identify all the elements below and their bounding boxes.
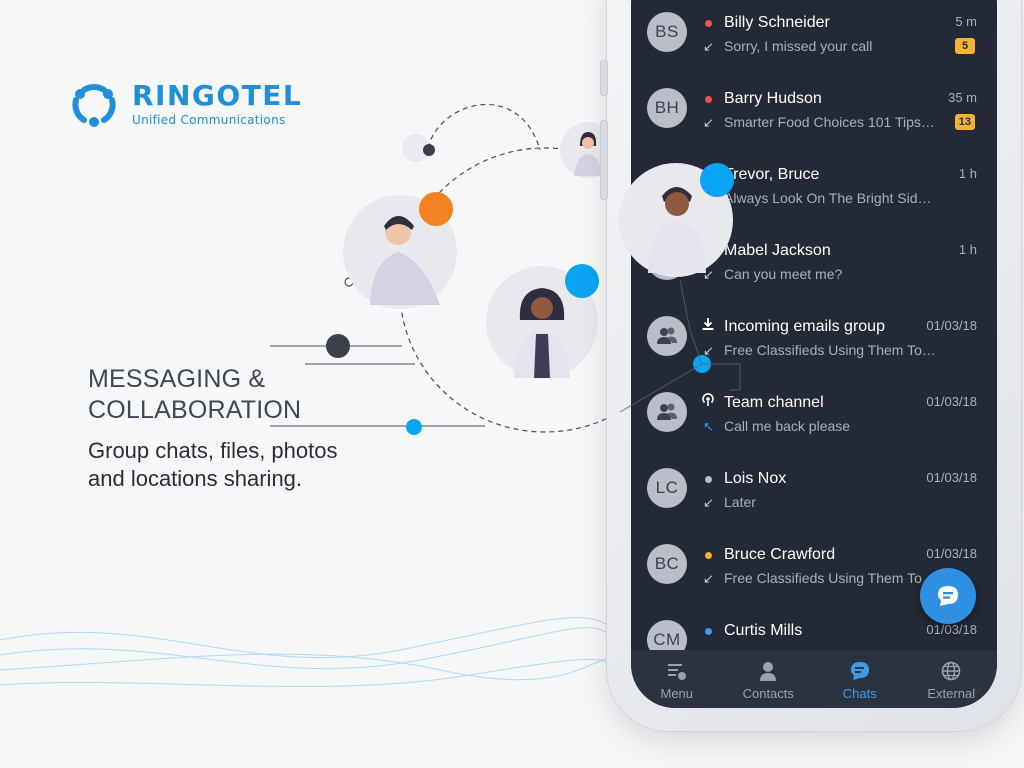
chat-preview: Smarter Food Choices 101 Tips For Those … [724,114,938,130]
group-avatar [647,316,687,356]
new-chat-button[interactable] [920,568,976,624]
group-icon [657,327,677,344]
tab-chats[interactable]: Chats [814,650,906,708]
unread-badge: 13 [954,114,975,130]
presence-status-dot [705,20,712,27]
tab-contacts[interactable]: Contacts [723,650,815,708]
phone-side-button [600,120,608,200]
chat-time: 01/03/18 [926,470,977,485]
avatar: BH [647,88,687,128]
presence-status-dot [705,552,712,559]
brand-name: RINGOTEL [132,79,303,112]
chat-preview: Call me back please [724,418,851,434]
chat-list-item[interactable]: LC Lois Nox 01/03/18 ↙ Later [631,456,997,532]
group-icon [657,403,677,420]
incoming-arrow-icon: ↙ [703,39,714,54]
menu-icon [667,664,686,680]
phone-side-button [600,60,608,96]
ringotel-logo-icon [72,83,116,127]
chat-preview: Free Classifieds Using Them To Promote Y… [724,570,938,586]
avatar-initials: CM [653,630,681,649]
group-avatar [647,392,687,432]
chat-list-item[interactable]: BS Billy Schneider 5 m ↙ Sorry, I missed you… [631,0,997,76]
broadcast-icon [702,393,714,406]
presence-status-dot [705,476,712,483]
avatar-initials: BS [655,22,679,41]
tab-chats-label: Chats [842,686,877,701]
avatar [647,164,687,204]
chat-list-item[interactable]: BC Bruce Crawford 01/03/18 ↙ Free Classified… [631,532,997,608]
avatar: LC [647,468,687,508]
chat-name: Incoming emails group [724,318,885,335]
chat-preview: Free Classifieds Using Them To Promote Y… [724,342,938,358]
brand-logo: RINGOTEL Unified Communications [68,78,302,130]
chat-list-item[interactable]: BH Barry Hudson 35 m ↙ Smarter Food Choices … [631,76,997,152]
tab-external-label: External [927,686,976,701]
presence-status-dot [705,628,712,635]
chat-time: 35 m [948,90,977,105]
chat-list-item[interactable]: Trevor, Bruce 1 h Always Look On The Brigh… [631,152,997,228]
incoming-arrow-icon: ↙ [703,495,714,510]
chat-preview: Later [724,494,756,510]
avatar-initials: BC [654,554,680,573]
chat-preview: Sorry, I missed your call [724,38,873,54]
tab-menu[interactable]: Menu [631,650,723,708]
chat-preview: Always Look On The Bright Side Of Life [724,190,938,206]
tab-external[interactable]: External [906,650,998,708]
incoming-arrow-icon: ↙ [703,343,714,358]
chat-name: Team channel [724,394,824,411]
chat-list-item[interactable]: Mabel Jackson 1 h ↙ Can you meet me? [631,228,997,304]
chat-time: 01/03/18 [926,546,977,561]
chat-time: 1 h [958,242,977,257]
tab-menu-label: Menu [660,686,694,701]
incoming-arrow-icon: ↙ [703,571,714,586]
chat-time: 01/03/18 [926,318,977,333]
chat-name: Barry Hudson [724,90,822,107]
chat-list-item[interactable]: Incoming emails group 01/03/18 ↙ Free Class… [631,304,997,380]
chat-time: 01/03/18 [926,622,977,637]
chat-name: Curtis Mills [724,622,803,639]
avatar-initials: BH [654,98,680,117]
bottom-tab-bar: Menu Contacts Chats [631,650,997,708]
chat-name: Billy Schneider [724,14,830,31]
globe-icon [941,661,961,681]
download-icon [702,318,714,330]
contacts-icon [760,662,777,681]
avatar: BS [647,12,687,52]
chat-name: Lois Nox [724,470,787,487]
avatar: BC [647,544,687,584]
presence-status-dot [705,96,712,103]
chat-name: Trevor, Bruce [724,166,820,183]
incoming-arrow-icon: ↙ [703,115,714,130]
chat-time: 5 m [955,14,977,29]
hero-headline: MESSAGING & COLLABORATION [88,365,302,424]
avatar [647,240,687,280]
chat-preview: Can you meet me? [724,266,843,282]
incoming-arrow-icon: ↙ [703,267,714,282]
unread-badge: 5 [955,38,975,54]
outgoing-arrow-icon: ↖ [703,419,714,434]
chats-icon [850,662,869,680]
new-chat-icon [938,586,958,606]
chat-time: 01/03/18 [926,394,977,409]
hero-subline: Group chats, files, photos and locations… [88,438,338,491]
tab-contacts-label: Contacts [742,686,794,701]
chat-time: 1 h [958,166,977,181]
chat-name: Bruce Crawford [724,546,836,563]
avatar-initials: LC [655,478,679,497]
brand-tagline: Unified Communications [132,113,286,127]
chat-name: Mabel Jackson [724,242,831,259]
chat-list-item[interactable]: Team channel 01/03/18 ↖ Call me back please [631,380,997,456]
